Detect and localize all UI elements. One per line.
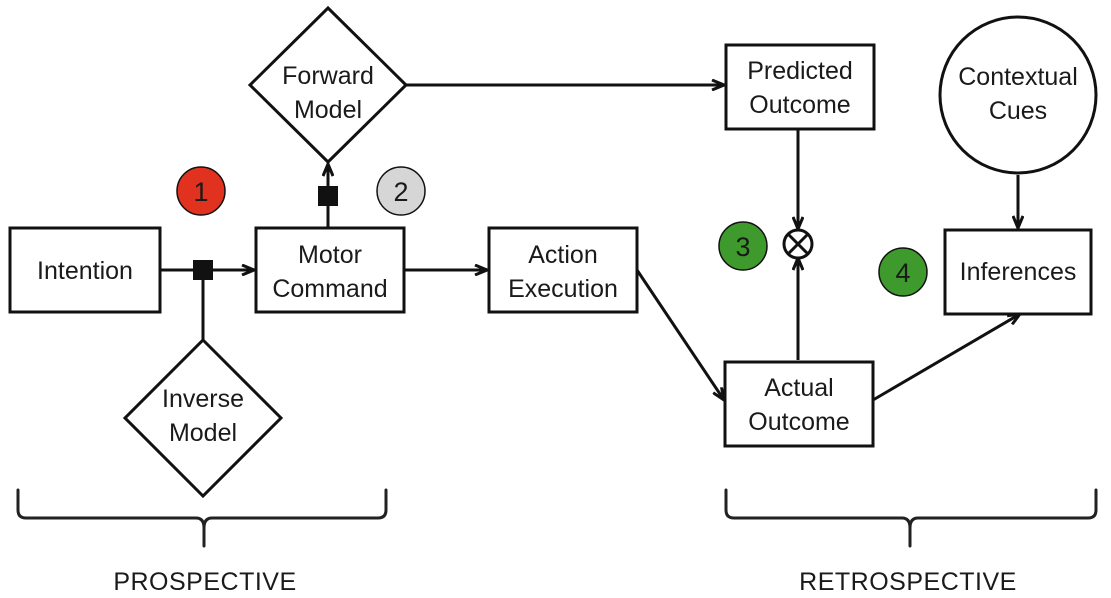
- prospective-brace: [16, 488, 388, 548]
- badge-1-circle: [176, 166, 226, 216]
- node-actual-outcome-label-line2: Outcome: [748, 408, 849, 436]
- badge-2-label: 2: [393, 177, 408, 207]
- node-action-execution-label-line2: Execution: [508, 275, 618, 303]
- junction-square-inverse: [193, 260, 213, 280]
- node-inferences-label: Inferences: [960, 258, 1077, 286]
- node-motor-command-label-line1: Motor: [298, 241, 362, 269]
- section-label-prospective: PROSPECTIVE: [113, 568, 296, 596]
- junction-square-forward: [318, 186, 338, 206]
- badge-3-circle: [718, 221, 768, 271]
- badge-4-label: 4: [895, 258, 910, 288]
- node-action-execution: Action Execution: [487, 226, 639, 314]
- badge-2: 2: [376, 166, 426, 216]
- node-motor-command: Motor Command: [254, 226, 406, 314]
- node-predicted-outcome-label-line2: Outcome: [749, 91, 850, 119]
- node-contextual-cues-label-line2: Cues: [989, 97, 1047, 125]
- badge-3-label: 3: [735, 232, 750, 262]
- badge-4: 4: [878, 247, 928, 297]
- node-actual-outcome: Actual Outcome: [723, 360, 875, 448]
- node-forward-model-label-line1: Forward: [282, 62, 374, 90]
- section-label-retrospective: RETROSPECTIVE: [799, 568, 1017, 596]
- node-motor-command-label-line2: Command: [272, 275, 387, 303]
- comparator-cross-b: [786, 232, 810, 256]
- node-action-execution-label-line1: Action: [528, 241, 597, 269]
- node-contextual-cues-label-line1: Contextual: [958, 63, 1078, 91]
- badge-4-circle: [878, 247, 928, 297]
- node-predicted-outcome: Predicted Outcome: [724, 43, 876, 131]
- node-intention-label: Intention: [37, 257, 133, 285]
- node-inferences: Inferences: [943, 228, 1093, 316]
- node-intention: Intention: [8, 226, 162, 314]
- node-inverse-model-label-line2: Model: [169, 419, 237, 447]
- node-inverse-model-label-line1: Inverse: [162, 385, 244, 413]
- badge-3: 3: [718, 221, 768, 271]
- node-contextual-cues: Contextual Cues: [938, 15, 1098, 175]
- comparator-node: ⊗: [782, 228, 814, 260]
- badge-1: 1: [176, 166, 226, 216]
- node-actual-outcome-label-line1: Actual: [764, 374, 833, 402]
- retrospective-brace: [724, 488, 1098, 548]
- node-inverse-model: Inverse Model: [122, 337, 284, 499]
- edge-actual-outcome-to-inferences: [872, 314, 1020, 402]
- edge-action-execution-to-actual-outcome: [635, 269, 724, 400]
- edges: [160, 85, 1020, 400]
- node-forward-model: Forward Model: [247, 5, 409, 165]
- badge-2-circle: [376, 166, 426, 216]
- node-forward-model-label-line2: Model: [294, 96, 362, 124]
- node-predicted-outcome-label-line1: Predicted: [747, 57, 853, 85]
- badge-1-label: 1: [193, 177, 208, 207]
